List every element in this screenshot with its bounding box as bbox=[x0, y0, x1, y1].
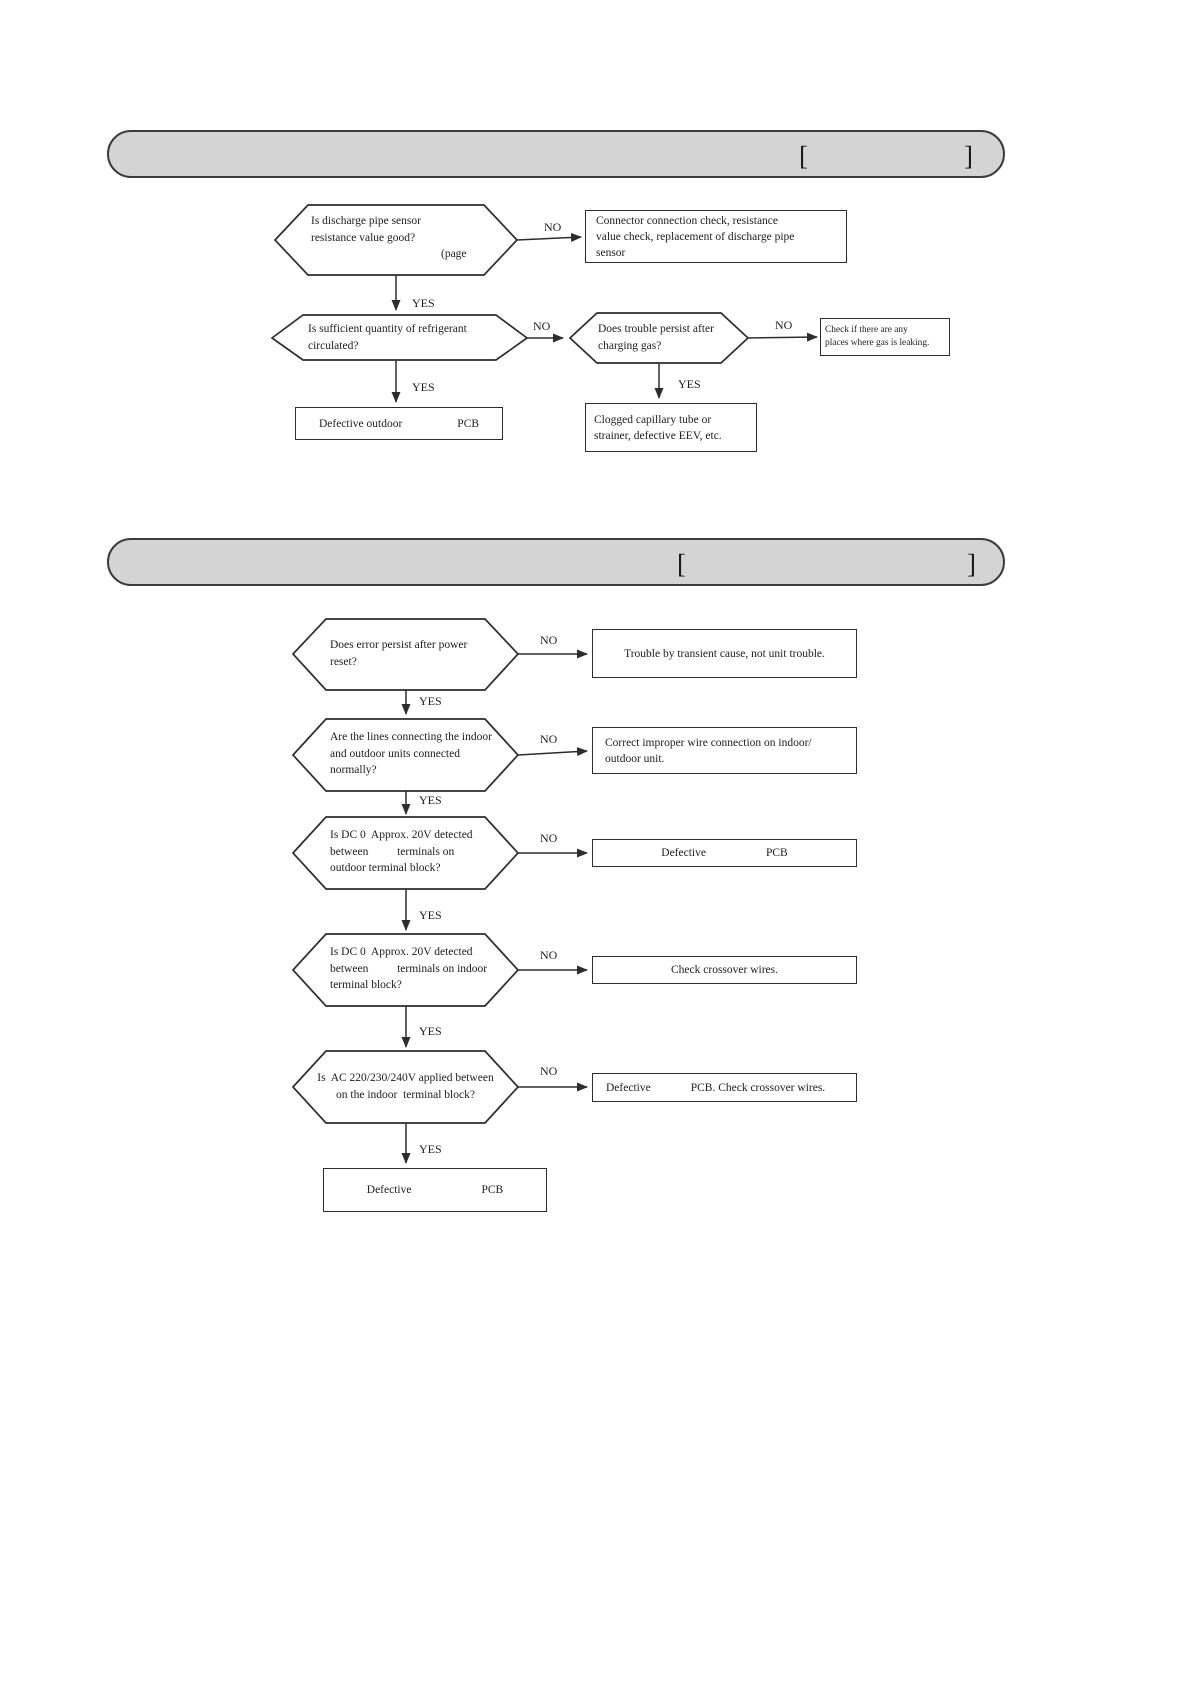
action-check-crossover-wires: Check crossover wires. bbox=[592, 956, 857, 984]
decision-line: Does error persist after power bbox=[330, 639, 468, 651]
action-line: Check crossover wires. bbox=[671, 964, 778, 976]
yes-label: YES bbox=[419, 1024, 442, 1038]
yes-label: YES bbox=[419, 793, 442, 807]
action-defective-pcb-1: Defective PCB bbox=[592, 839, 857, 867]
decision-dc-outdoor-terminal: Is DC 0 Approx. 20V detected between ter… bbox=[293, 817, 518, 889]
action-connector-check: Connector connection check, resistance v… bbox=[585, 210, 847, 263]
decision-line: Is AC 220/230/240V applied between bbox=[317, 1072, 494, 1084]
decision-lines-connected: Are the lines connecting the indoor and … bbox=[293, 719, 518, 791]
no-label: NO bbox=[540, 831, 558, 845]
action-defective-pcb-final: Defective PCB bbox=[323, 1168, 547, 1212]
no-label: NO bbox=[544, 220, 562, 234]
decision-line: Does trouble persist after bbox=[598, 323, 714, 335]
yes-label: YES bbox=[678, 377, 701, 391]
no-label: NO bbox=[775, 318, 793, 332]
action-line: outdoor unit. bbox=[605, 752, 665, 765]
decision-refrigerant: Is sufficient quantity of refrigerant ci… bbox=[272, 315, 527, 360]
action-text-part: Defective bbox=[661, 847, 706, 859]
action-text-part: Defective bbox=[366, 1184, 412, 1196]
decision-line: Is DC 0 Approx. 20V detected bbox=[330, 829, 473, 841]
decision-discharge-sensor: Is discharge pipe sensor resistance valu… bbox=[275, 205, 517, 275]
decision-line: Is sufficient quantity of refrigerant bbox=[308, 323, 467, 335]
action-line: strainer, defective EEV, etc. bbox=[594, 429, 722, 442]
no-label: NO bbox=[540, 1064, 558, 1078]
action-defective-pcb-crossover: Defective PCB. Check crossover wires. bbox=[592, 1073, 857, 1102]
action-correct-wire-connection: Correct improper wire connection on indo… bbox=[592, 727, 857, 774]
decision-line: (page bbox=[441, 248, 467, 260]
action-line: Connector connection check, resistance bbox=[596, 214, 779, 227]
decision-trouble-persist: Does trouble persist after charging gas? bbox=[570, 313, 748, 363]
action-clogged-capillary: Clogged capillary tube or strainer, defe… bbox=[585, 403, 757, 452]
section1-open-bracket: [ bbox=[799, 141, 808, 171]
action-transient-cause: Trouble by transient cause, not unit tro… bbox=[592, 629, 857, 678]
decision-line: Are the lines connecting the indoor bbox=[330, 731, 492, 743]
section1-header-bar: [ ] bbox=[107, 130, 1005, 178]
action-text-part: PCB bbox=[457, 417, 480, 430]
action-line: places where gas is leaking. bbox=[825, 338, 930, 348]
action-line: Trouble by transient cause, not unit tro… bbox=[624, 647, 825, 660]
action-defective-outdoor-pcb: Defective outdoor PCB bbox=[295, 407, 503, 440]
decision-line: charging gas? bbox=[598, 339, 662, 352]
action-gas-leak-check: Check if there are any places where gas … bbox=[820, 318, 950, 356]
section2-close-bracket: ] bbox=[967, 549, 976, 579]
action-line: Correct improper wire connection on indo… bbox=[605, 736, 812, 749]
no-label: NO bbox=[540, 633, 558, 647]
decision-line: terminal block? bbox=[330, 979, 402, 991]
action-text-part: Defective bbox=[606, 1081, 651, 1094]
no-label: NO bbox=[533, 319, 551, 333]
no-label: NO bbox=[540, 732, 558, 746]
decision-line: outdoor terminal block? bbox=[330, 862, 441, 874]
arrow-s2-no-2 bbox=[517, 747, 588, 757]
action-text-part: PCB bbox=[481, 1184, 504, 1196]
decision-ac-applied: Is AC 220/230/240V applied between on th… bbox=[293, 1051, 518, 1123]
decision-line: and outdoor units connected bbox=[330, 747, 460, 760]
decision-line: Is DC 0 Approx. 20V detected bbox=[330, 946, 473, 958]
action-text-part: PCB bbox=[765, 847, 788, 859]
action-text-part: Defective outdoor bbox=[318, 417, 403, 430]
section2-open-bracket: [ bbox=[677, 549, 686, 579]
no-label: NO bbox=[540, 948, 558, 962]
action-line: Clogged capillary tube or bbox=[594, 413, 712, 426]
section1-close-bracket: ] bbox=[964, 141, 973, 171]
yes-label: YES bbox=[412, 296, 435, 310]
decision-dc-indoor-terminal: Is DC 0 Approx. 20V detected between ter… bbox=[293, 934, 518, 1006]
decision-line: between terminals on indoor bbox=[330, 962, 488, 975]
yes-label: YES bbox=[419, 908, 442, 922]
action-line: Check if there are any bbox=[825, 324, 908, 335]
decision-line: Is discharge pipe sensor bbox=[311, 215, 421, 227]
yes-label: YES bbox=[412, 380, 435, 394]
arrow-s1-no-3 bbox=[747, 332, 818, 342]
decision-line: resistance value good? bbox=[311, 231, 416, 244]
decision-line: circulated? bbox=[308, 339, 359, 352]
section2-header-bar: [ ] bbox=[107, 538, 1005, 586]
decision-line: on the indoor terminal block? bbox=[336, 1088, 475, 1101]
yes-label: YES bbox=[419, 1142, 442, 1156]
decision-line: reset? bbox=[330, 655, 357, 668]
decision-line: between terminals on bbox=[330, 845, 455, 858]
arrow-s1-no-1 bbox=[516, 232, 582, 242]
decision-error-persist: Does error persist after power reset? bbox=[293, 619, 518, 690]
yes-label: YES bbox=[419, 694, 442, 708]
action-text-part: PCB. Check crossover wires. bbox=[690, 1081, 826, 1094]
action-line: sensor bbox=[596, 246, 626, 259]
decision-line: normally? bbox=[330, 764, 377, 776]
action-line: value check, replacement of discharge pi… bbox=[596, 230, 795, 243]
